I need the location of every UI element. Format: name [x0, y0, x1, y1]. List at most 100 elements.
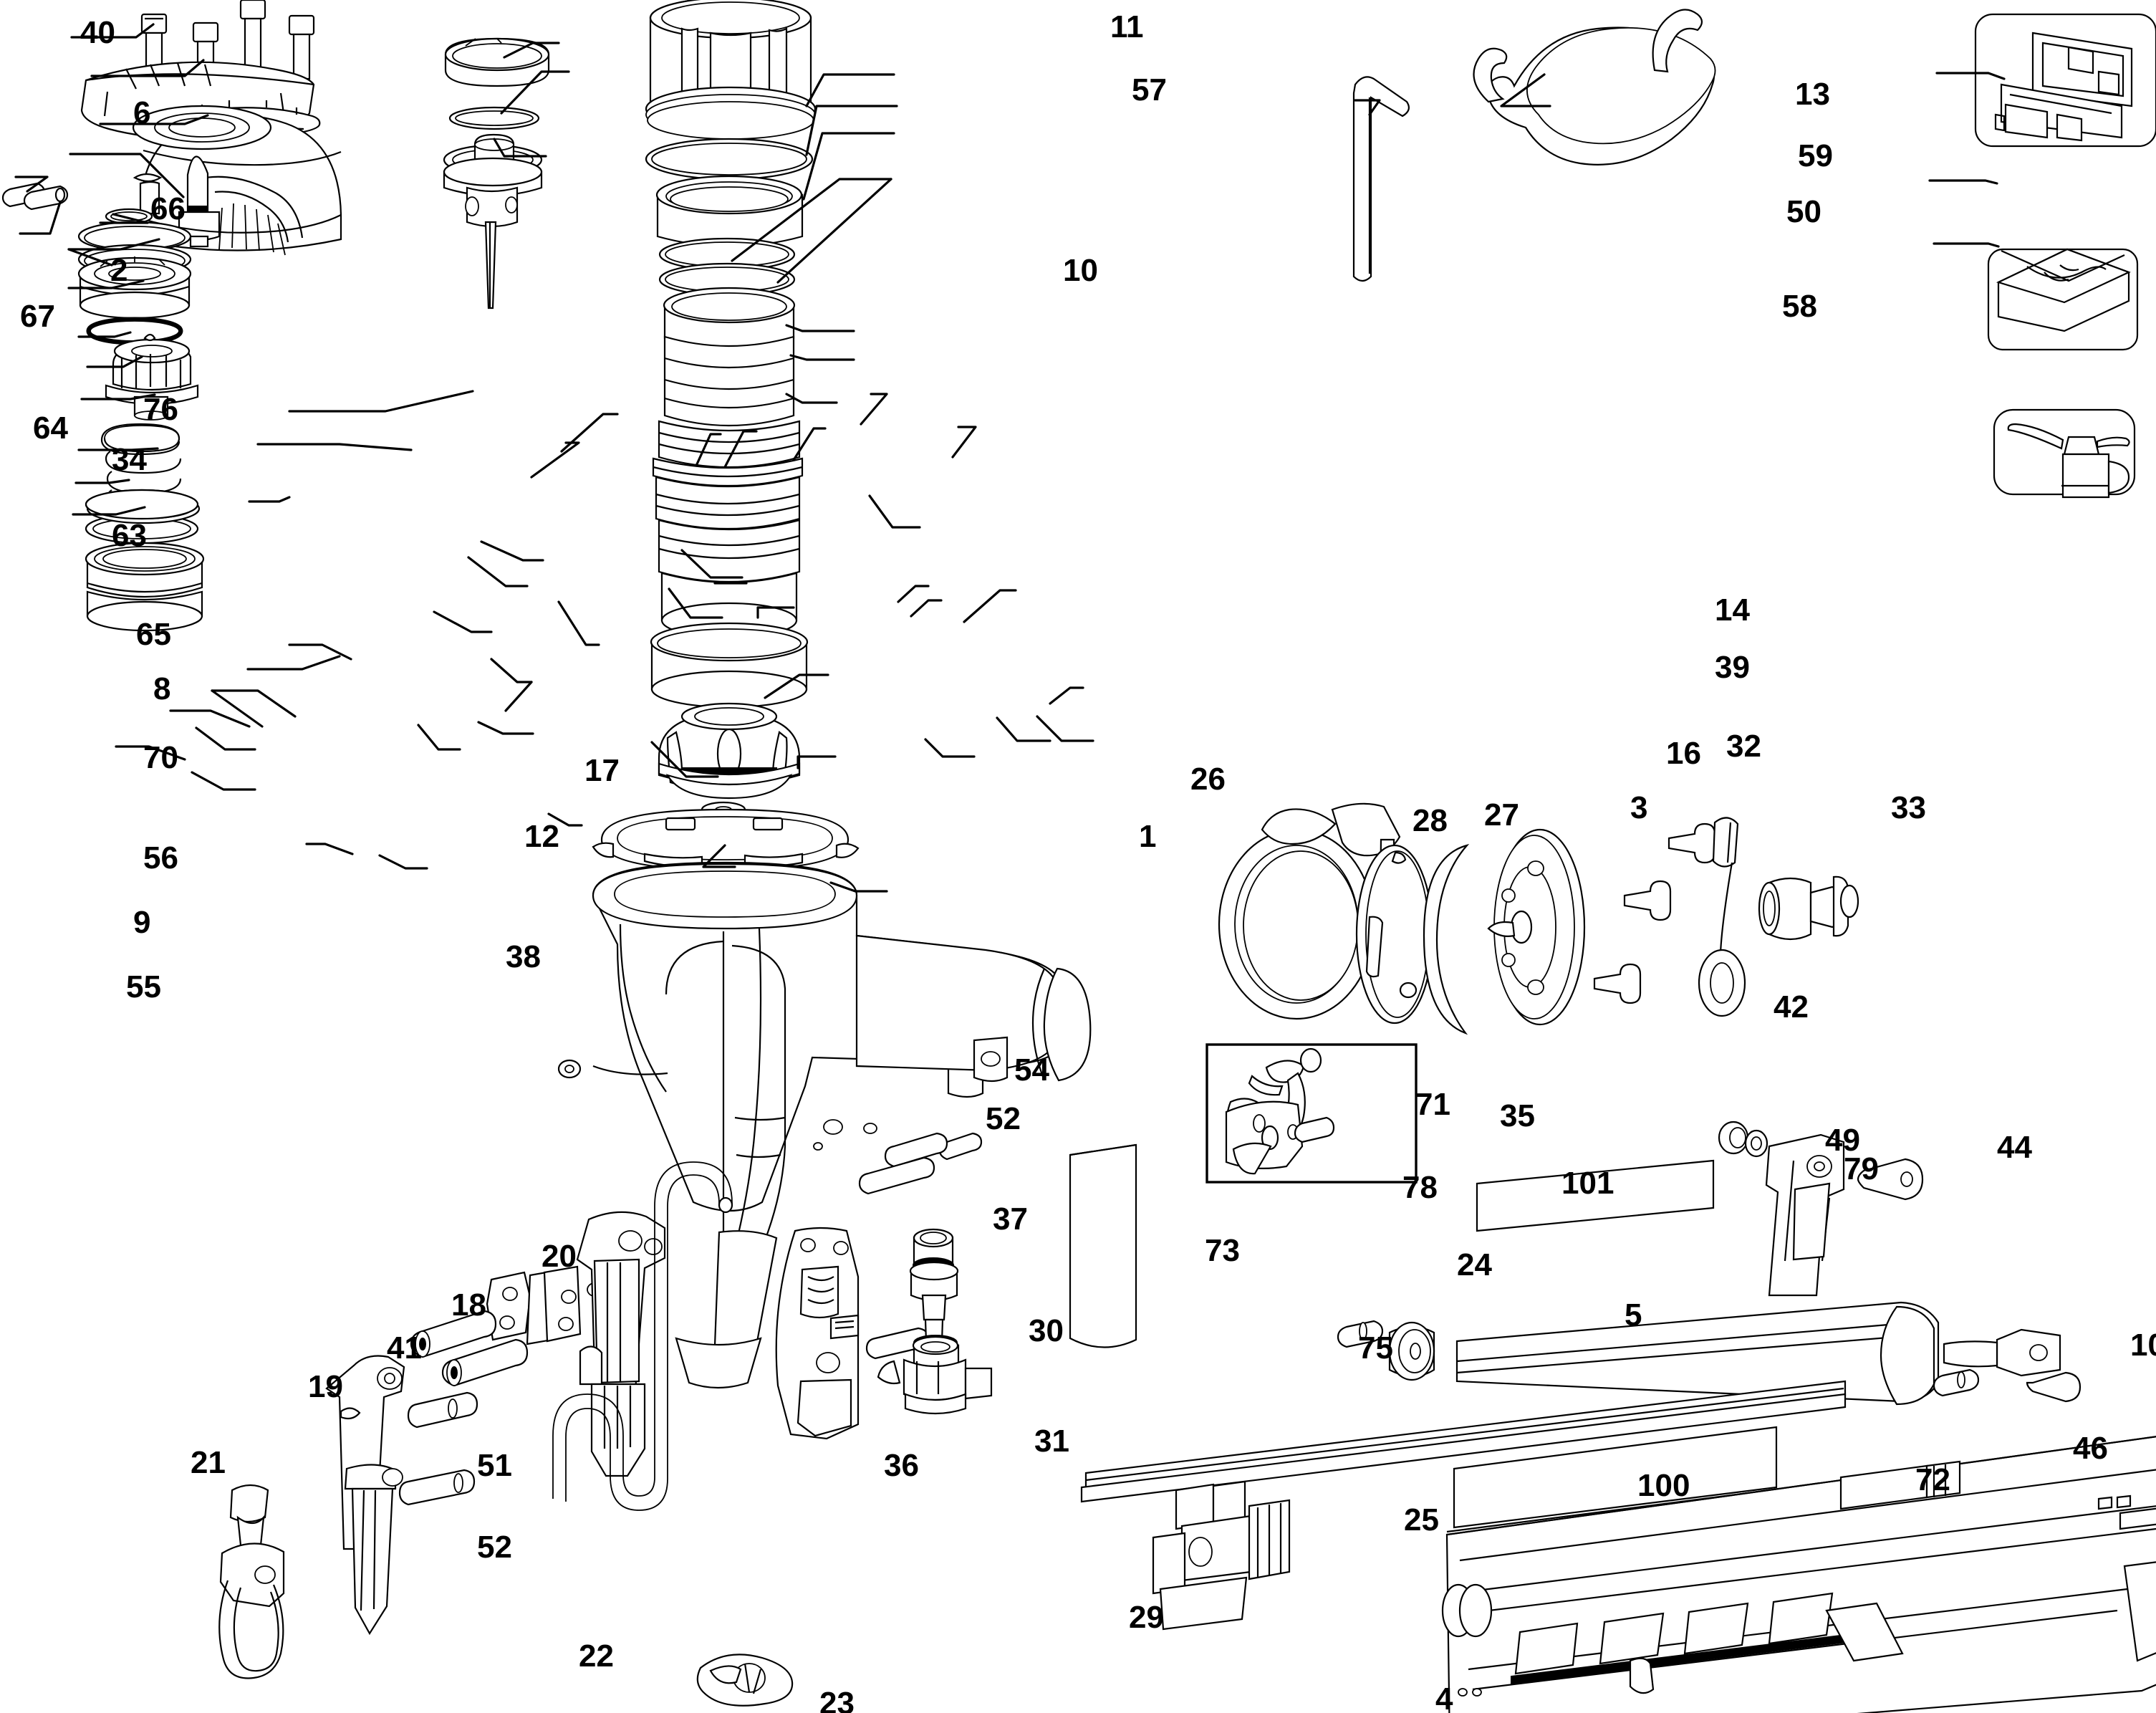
callout-2: 2: [110, 253, 128, 288]
callout-70: 70: [143, 740, 178, 775]
part-4-magazine-body: [1441, 1436, 2156, 1713]
callout-10: 10: [1063, 253, 1098, 288]
part-magazine-bracket: [1765, 1133, 1845, 1297]
callout-34: 34: [112, 442, 147, 477]
callout-75: 75: [1358, 1330, 1393, 1366]
callout-20: 20: [542, 1239, 577, 1274]
callout-4: 4: [1435, 1681, 1453, 1713]
part-65-oring: [86, 317, 183, 345]
callout-42: 42: [1774, 989, 1809, 1025]
callout-59: 59: [1798, 138, 1833, 173]
part-52-pin-lower: [858, 1156, 935, 1195]
callout-17: 17: [584, 753, 620, 788]
part-55-bottom-ring: [85, 489, 199, 520]
part-861-carry-case: [1974, 13, 2156, 148]
part-800-oiler: [1993, 408, 2136, 499]
part-100-label-decal: [1453, 1426, 1778, 1529]
callout-51: 51: [477, 1448, 512, 1483]
callout-16: 16: [1666, 736, 1701, 771]
callout-44: 44: [1997, 1130, 2032, 1165]
callout-23: 23: [819, 1686, 855, 1713]
part-5-magazine-rail: [1455, 1301, 1940, 1406]
callout-40: 40: [80, 15, 115, 50]
part-51-pin: [407, 1391, 478, 1429]
part-72-clip: [1839, 1460, 1961, 1510]
callout-21: 21: [191, 1445, 226, 1480]
part-103-hex-key: [1352, 76, 1410, 282]
part-48-screw-right: [2026, 1371, 2082, 1403]
part-38-washer: [557, 1059, 582, 1079]
callout-36: 36: [884, 1448, 919, 1483]
part-79-washer: [1744, 1129, 1768, 1158]
part-19-driver-guide: [325, 1355, 405, 1636]
part-57-oring: [448, 106, 540, 130]
part-35-trigger-assembly-box: [1205, 1043, 1418, 1184]
part-1-body-handle: [587, 861, 1092, 1389]
callout-101: 101: [1561, 1166, 1614, 1201]
callout-28: 28: [1413, 803, 1448, 838]
callout-13: 13: [1795, 77, 1830, 112]
callout-54: 54: [1014, 1052, 1049, 1088]
part-44-screw: [1857, 1158, 1924, 1201]
callout-52: 52: [986, 1101, 1021, 1136]
callout-39: 39: [1715, 650, 1750, 685]
callout-78: 78: [1402, 1170, 1438, 1205]
callout-56: 56: [143, 840, 178, 875]
callout-32: 32: [1726, 729, 1761, 764]
part-101-label-decal: [1476, 1159, 1715, 1232]
callout-58: 58: [1782, 289, 1817, 324]
part-3-end-cap: [1487, 828, 1586, 1026]
callout-52: 52: [477, 1530, 512, 1565]
part-33-air-fitting: [1758, 875, 1859, 941]
callout-57: 57: [1132, 72, 1167, 107]
part-16-bumper-cup: [658, 702, 801, 800]
part-10-valve-stem: [443, 133, 543, 310]
callout-24: 24: [1457, 1247, 1492, 1282]
part-36-trigger-bracket: [775, 1227, 860, 1440]
part-58-rings: [658, 237, 796, 297]
callout-55: 55: [126, 969, 161, 1004]
part-63-piston-stop: [77, 256, 192, 320]
part-24-bushing: [1388, 1321, 1435, 1381]
part-48-screw-bottom: [1629, 1657, 1655, 1694]
part-23-nose-tip: [696, 1654, 794, 1707]
callout-67: 67: [20, 299, 55, 334]
callout-49: 49: [1825, 1123, 1860, 1158]
callout-1: 1: [1139, 819, 1157, 854]
part-59-oring: [645, 138, 814, 181]
part-31-valve-body: [877, 1358, 993, 1415]
part-29-follower: [1152, 1480, 1291, 1631]
callout-22: 22: [579, 1638, 614, 1674]
part-18-bracket: [486, 1265, 582, 1345]
part-190-safety-glasses: [1473, 9, 1716, 165]
part-28-ring-washer: [1355, 844, 1434, 1025]
part-52-pin-upper: [884, 1132, 948, 1168]
callout-76: 76: [143, 392, 178, 427]
callout-63: 63: [112, 518, 147, 553]
part-2-housing-cap: [132, 105, 342, 256]
callout-19: 19: [308, 1369, 343, 1404]
callout-31: 31: [1034, 1424, 1069, 1459]
leader-lines: [14, 23, 2006, 893]
part-52-pin-nose: [398, 1469, 476, 1506]
callout-29: 29: [1129, 1600, 1164, 1635]
part-27-retaining-ring: [1423, 844, 1470, 1035]
callout-41: 41: [387, 1330, 422, 1366]
part-49-bushing: [1718, 1121, 1749, 1155]
callout-35: 35: [1500, 1098, 1535, 1133]
callout-73: 73: [1205, 1233, 1240, 1268]
callout-14: 14: [1715, 592, 1750, 628]
callout-12: 12: [524, 819, 559, 854]
part-876-repair-kit-box: [1987, 248, 2139, 351]
callout-72: 72: [1915, 1462, 1950, 1497]
part-11-ring: [444, 37, 550, 87]
part-46-pin: [1933, 1368, 1980, 1397]
callout-64: 64: [33, 411, 68, 446]
callout-50: 50: [1786, 194, 1821, 229]
callout-33: 33: [1891, 790, 1926, 825]
part-32-plug-cap: [1698, 817, 1746, 1017]
part-21-safety-yoke: [218, 1484, 285, 1679]
part-30-valve-stem: [909, 1228, 960, 1372]
